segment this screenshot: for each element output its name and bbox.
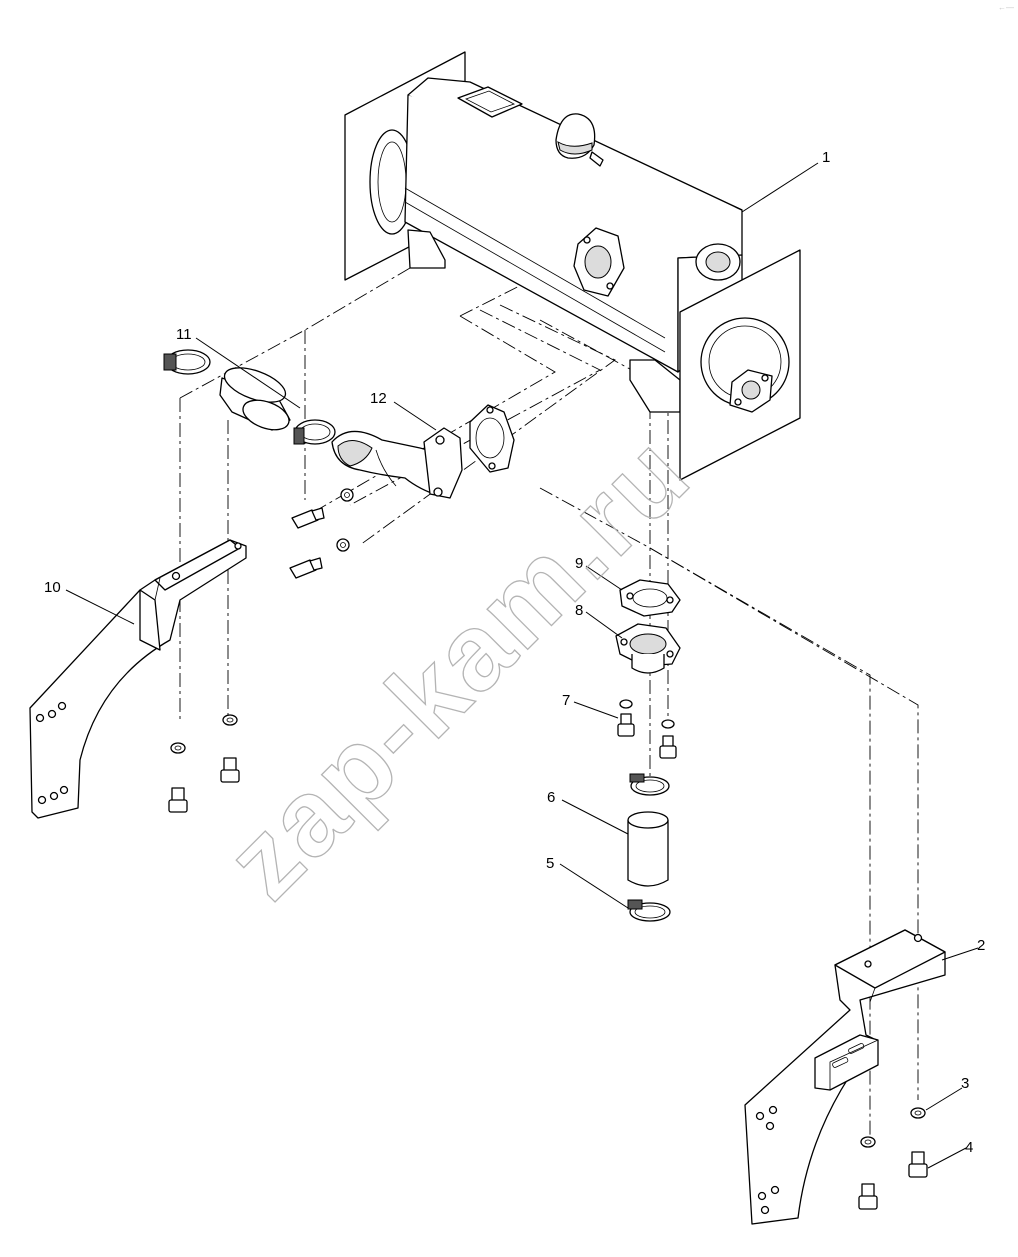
flange-fasteners-7: [617, 699, 677, 759]
callout-4: 4: [965, 1139, 973, 1156]
leader-lines: [65, 162, 979, 1169]
exhaust-gasket: [469, 404, 515, 473]
callout-7: 7: [562, 692, 570, 709]
clamp-5: [627, 899, 671, 922]
callout-12: 12: [370, 390, 387, 407]
callout-2: 2: [977, 937, 985, 954]
muffler-assembly: [344, 51, 801, 481]
bracket-right: [744, 929, 946, 1225]
assembly-lines: [179, 261, 919, 1140]
elbow-bolts: [289, 488, 354, 579]
hose-clamp-lower: [293, 419, 336, 445]
callout-9: 9: [575, 555, 583, 572]
callout-8: 8: [575, 602, 583, 619]
callout-1: 1: [822, 149, 830, 166]
bracket-left-fasteners: [168, 714, 240, 813]
pipe-6: [627, 811, 669, 887]
callout-3: 3: [961, 1075, 969, 1092]
callout-5: 5: [546, 855, 554, 872]
callout-10: 10: [44, 579, 61, 596]
callout-11: 11: [176, 326, 192, 343]
callouts: 1 2 3 4 5 6 7 8 9 10 11 12: [44, 149, 985, 1156]
callout-6: 6: [547, 789, 555, 806]
hose-short: [219, 367, 291, 431]
bracket-right-fasteners: [858, 1107, 928, 1210]
clamp-upper-6: [629, 773, 670, 796]
exhaust-elbow: [331, 427, 463, 499]
corner-mark: ←—: [998, 3, 1014, 12]
gasket-9: [619, 579, 681, 617]
bracket-left: [29, 539, 247, 819]
flange-8: [615, 623, 681, 674]
hose-clamp-upper: [163, 349, 211, 375]
